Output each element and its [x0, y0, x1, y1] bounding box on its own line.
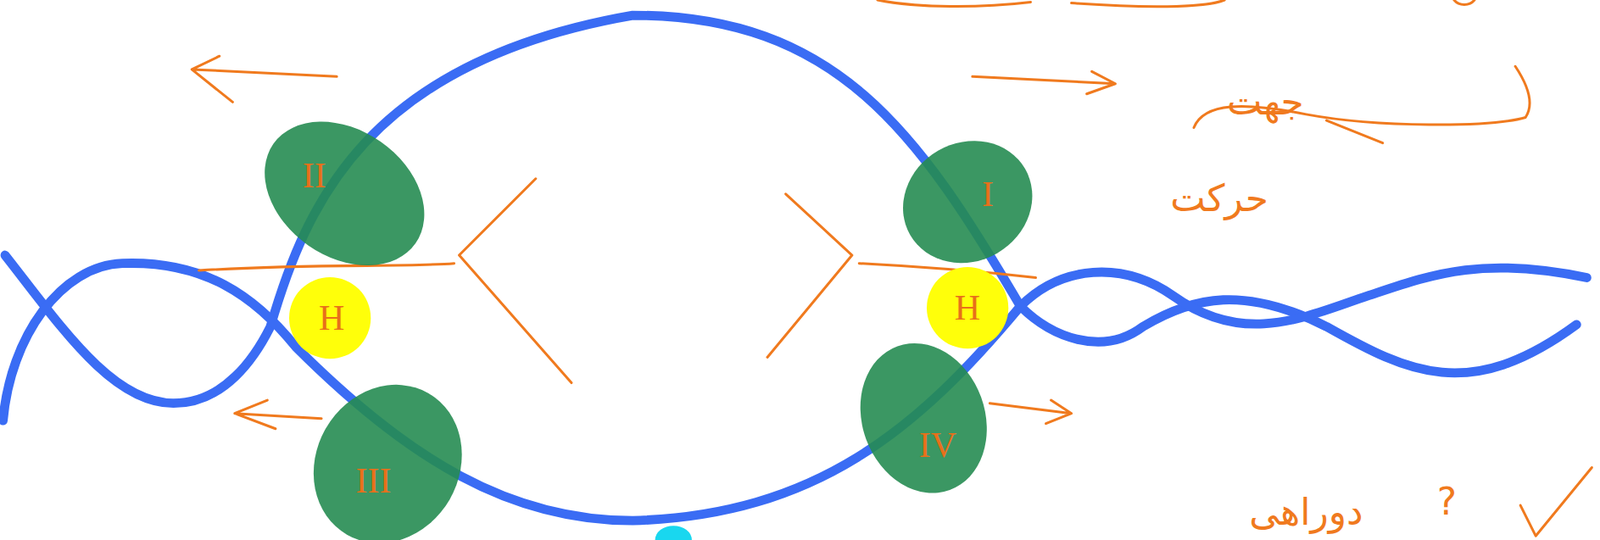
dna-strand: [5, 15, 1577, 404]
annotation-text: ?: [1437, 481, 1457, 523]
node-label: III: [355, 462, 391, 499]
node-fill: [926, 267, 1009, 349]
annotation-text: حرکت: [1170, 178, 1269, 219]
node-shape: [847, 341, 1001, 496]
node-fill: [289, 277, 371, 359]
node-fill: [237, 92, 452, 296]
direction-arrow: [191, 55, 337, 102]
node-fill: [284, 357, 491, 540]
enzyme-ellipse: IV: [847, 341, 1001, 496]
node-shape: [901, 135, 1034, 268]
node-label: H: [954, 289, 981, 326]
annotation-text: دوراهی: [1248, 491, 1363, 533]
node-shape: [257, 106, 432, 281]
direction-arrow: [234, 400, 322, 430]
check-mark: [1520, 468, 1592, 537]
enzyme-ellipse: II: [257, 106, 432, 281]
dna-strand: [3, 262, 1588, 521]
node-label: H: [318, 300, 345, 336]
node-shape: [306, 382, 470, 540]
enzyme-ellipse: I: [901, 135, 1034, 268]
node-label: I: [981, 176, 994, 212]
direction-arrow: [989, 400, 1071, 424]
scribble: [877, 0, 1475, 7]
direction-arrow: [1193, 66, 1530, 143]
node-fill: [839, 325, 1007, 512]
annotation-text: جهت: [1226, 81, 1305, 123]
direction-arrow: [972, 71, 1115, 94]
helicase-circle: H: [289, 277, 371, 359]
marker-dot: [655, 525, 692, 540]
node-fill: [880, 117, 1054, 287]
helicase-circle: H: [926, 267, 1009, 349]
enzyme-ellipse: III: [306, 382, 470, 540]
node-label: II: [302, 157, 327, 194]
node-label: IV: [919, 427, 957, 463]
